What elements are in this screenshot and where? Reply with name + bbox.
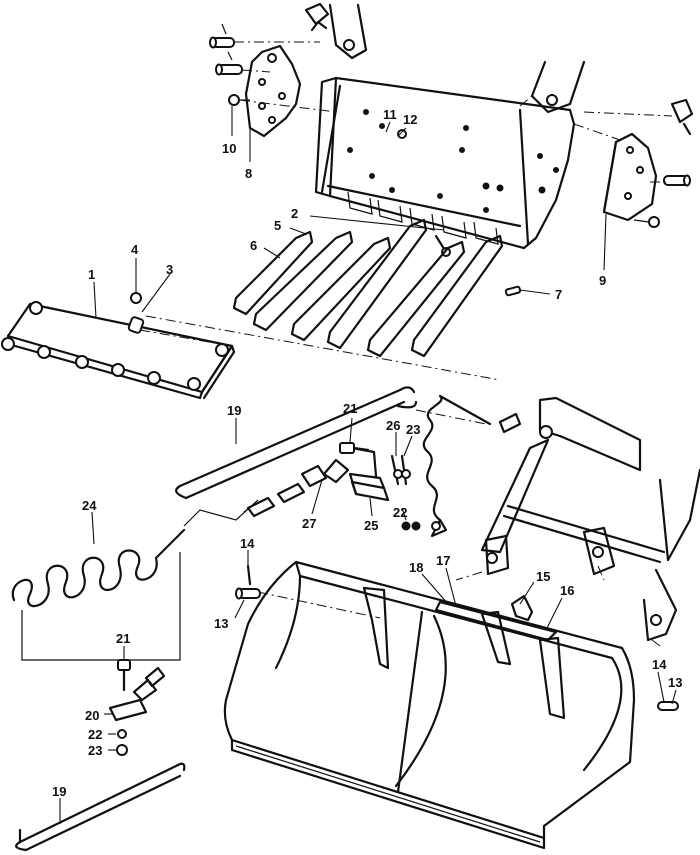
- nut-23: [116, 744, 128, 756]
- coil-spring: [11, 528, 186, 608]
- bucket-tooth-2: [252, 230, 354, 332]
- pin-13-left: [235, 587, 261, 600]
- callout-20: 20: [85, 708, 99, 723]
- cutting-edge-bar: [1, 301, 236, 400]
- nuts-22: [401, 521, 421, 531]
- spring-rod-lower: [15, 762, 186, 852]
- leader-lines: [59, 106, 677, 824]
- tension-spring: [422, 394, 492, 538]
- left-mounting-bracket: [244, 44, 302, 138]
- callout-7: 7: [555, 287, 562, 302]
- callout-1: 1: [88, 267, 95, 282]
- nut-4: [130, 292, 142, 304]
- left-loader-arm-top: [304, 2, 368, 60]
- callout-4: 4: [131, 242, 139, 257]
- bolt-3: [127, 316, 145, 334]
- anchor-bracket: [348, 446, 390, 502]
- bolt-21-upper: [339, 442, 370, 454]
- pin-upper-left-1: [209, 36, 235, 49]
- callout-27: 27: [302, 516, 316, 531]
- callout-15: 15: [536, 569, 550, 584]
- short-chain: [132, 666, 166, 702]
- callout-6: 6: [250, 238, 257, 253]
- callout-23-upper: 23: [406, 422, 420, 437]
- callout-13-left: 13: [214, 616, 228, 631]
- callout-5: 5: [274, 218, 281, 233]
- callout-21-upper: 21: [343, 401, 357, 416]
- pin-right-1: [663, 174, 691, 187]
- callout-17: 17: [436, 553, 450, 568]
- attachment-frame: [314, 76, 576, 250]
- bucket-bracket-left: [362, 586, 390, 670]
- latch-15: [510, 594, 534, 622]
- bolt-10: [228, 94, 250, 106]
- callout-8: 8: [245, 166, 252, 181]
- clip-14-left: [246, 564, 252, 586]
- callout-21-lower: 21: [116, 631, 130, 646]
- bucket-tooth-4: [326, 218, 428, 350]
- right-loader-arm-top: [530, 60, 694, 136]
- bucket-tooth-1: [232, 230, 314, 316]
- bucket-bracket-right: [538, 636, 566, 720]
- bucket-bracket-center: [480, 610, 512, 666]
- callout-14-right: 14: [652, 657, 667, 672]
- callout-labels: 1 2 3 4 5 6 7 8 9 10 11 12 13 13 14 14 1…: [52, 107, 682, 799]
- chain: [246, 458, 350, 518]
- pin-13-right: [657, 701, 679, 711]
- bucket-tooth-3: [290, 236, 392, 342]
- callout-26: 26: [386, 418, 400, 433]
- callout-19-upper: 19: [227, 403, 241, 418]
- callout-22-upper: 22: [393, 505, 407, 520]
- fasteners-26: [390, 454, 411, 486]
- callout-2: 2: [291, 206, 298, 221]
- callout-25: 25: [364, 518, 378, 533]
- callout-23-lower: 23: [88, 743, 102, 758]
- washer-22: [117, 729, 127, 739]
- callout-18: 18: [409, 560, 423, 575]
- loader-arm-lower: [480, 396, 700, 642]
- bolt-7: [504, 285, 522, 297]
- pin-upper-left-2: [215, 63, 243, 76]
- bucket-tooth-5: [366, 240, 466, 358]
- bolt-2: [434, 234, 451, 257]
- hitch-plate-18: [434, 600, 558, 642]
- callout-22-lower: 22: [88, 727, 102, 742]
- callout-12: 12: [403, 112, 417, 127]
- callout-11: 11: [383, 107, 397, 122]
- callout-19-lower: 19: [52, 784, 66, 799]
- bucket-tooth-6: [410, 234, 504, 358]
- right-mounting-bracket: [602, 132, 658, 222]
- callout-9: 9: [599, 273, 606, 288]
- callout-10: 10: [222, 141, 236, 156]
- bolt-right: [633, 216, 660, 228]
- callout-14-left: 14: [240, 536, 255, 551]
- callout-13-right: 13: [668, 675, 682, 690]
- callout-3: 3: [166, 262, 173, 277]
- spring-rod-upper: [175, 386, 418, 500]
- bolt-21-lower: [117, 659, 131, 692]
- plate-20: [108, 698, 148, 722]
- bucket: [223, 560, 636, 850]
- callout-16: 16: [560, 583, 574, 598]
- callout-24: 24: [82, 498, 97, 513]
